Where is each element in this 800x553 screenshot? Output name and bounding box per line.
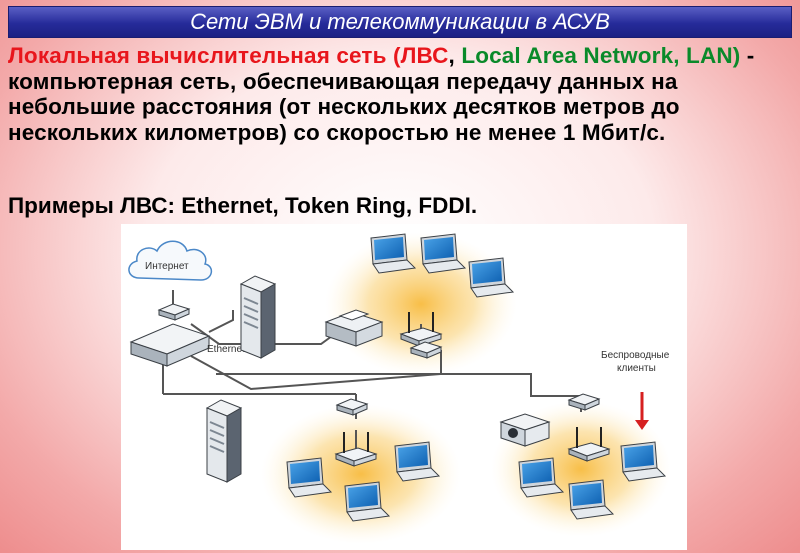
page-title: Сети ЭВМ и телекоммуникации в АСУВ <box>190 9 610 34</box>
lan-diagram: Интернет Ethernet <box>121 224 687 550</box>
definition-paragraph: Локальная вычислительная сеть (ЛВС, Loca… <box>8 43 792 145</box>
internet-label: Интернет <box>145 261 189 272</box>
definition-comma: , <box>448 43 462 68</box>
wireless-clients-label-line1: Беспроводные <box>601 350 670 361</box>
wifi-glow-bottom-left <box>261 404 461 544</box>
internet-cloud: Интернет <box>128 240 213 281</box>
printer-icon <box>324 309 384 347</box>
server-icon <box>240 275 276 359</box>
modem-icon <box>158 303 190 321</box>
ethernet-switch: Ethernet <box>129 323 245 367</box>
server-icon-2 <box>206 399 242 483</box>
arrow-down-icon <box>635 392 649 430</box>
examples-line: Примеры ЛВС: Ethernet, Token Ring, FDDI. <box>8 193 478 218</box>
definition-text: - компьютерная сеть, обеспечивающая пере… <box>8 43 755 145</box>
wireless-clients-label-line2: клиенты <box>617 363 656 374</box>
projector-icon <box>499 413 551 447</box>
definition-english-term: Local Area Network, LAN) <box>461 43 741 68</box>
definition-term: Локальная вычислительная сеть (ЛВС <box>8 43 449 68</box>
ethernet-label: Ethernet <box>207 344 245 355</box>
title-bar: Сети ЭВМ и телекоммуникации в АСУВ <box>8 6 792 38</box>
